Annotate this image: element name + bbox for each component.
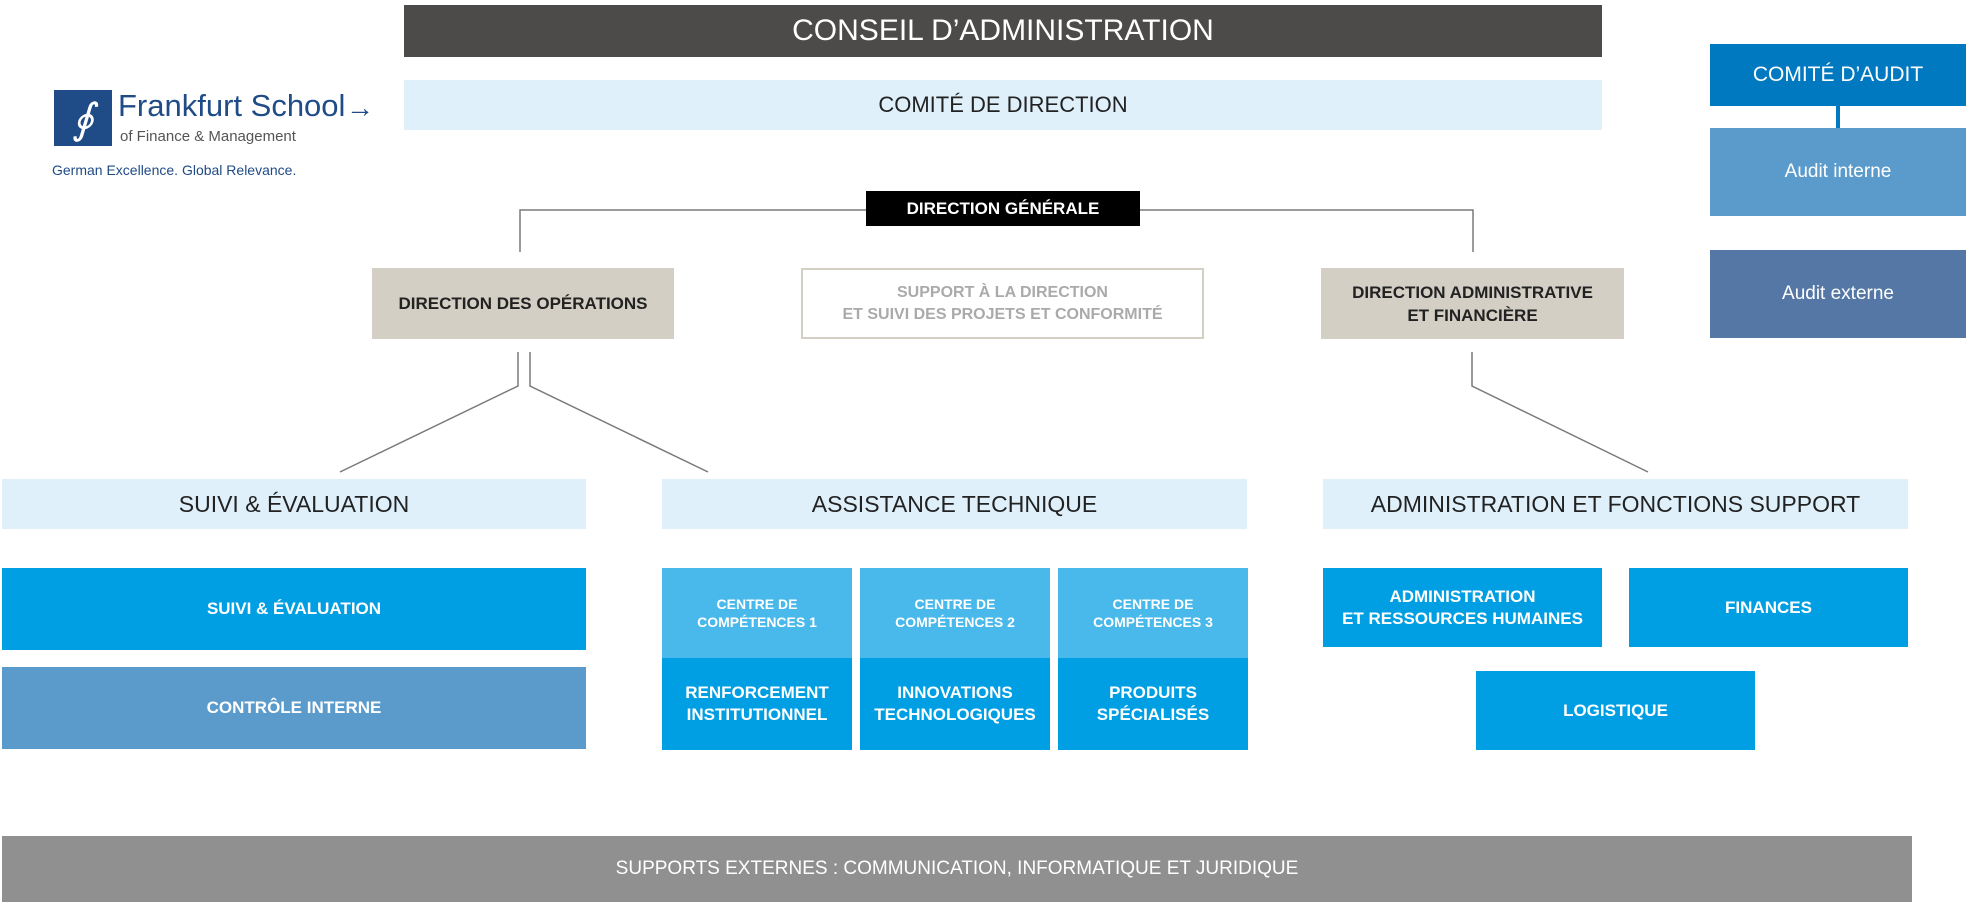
- connector-admin-support: [1471, 352, 1649, 473]
- general-direction: DIRECTION GÉNÉRALE: [866, 191, 1140, 226]
- unit-internal-control: CONTRÔLE INTERNE: [2, 667, 586, 749]
- unit-finance-label: FINANCES: [1725, 597, 1812, 617]
- competence-center-3-header: CENTRE DE COMPÉTENCES 3: [1058, 568, 1248, 658]
- logo-mark-icon: ∮: [54, 90, 112, 146]
- operations-direction: DIRECTION DES OPÉRATIONS: [372, 268, 674, 339]
- connector-ops-monitoring: [339, 352, 519, 473]
- section-monitoring-label: SUIVI & ÉVALUATION: [178, 490, 410, 517]
- external-support-bar: SUPPORTS EXTERNES : COMMUNICATION, INFOR…: [2, 836, 1912, 902]
- unit-logistics: LOGISTIQUE: [1476, 671, 1755, 750]
- section-admin-support-label: ADMINISTRATION ET FONCTIONS SUPPORT: [1370, 490, 1861, 517]
- competence-center-3: CENTRE DE COMPÉTENCES 3 PRODUITS SPÉCIAL…: [1058, 568, 1248, 750]
- section-technical: ASSISTANCE TECHNIQUE: [662, 479, 1247, 529]
- internal-audit: Audit interne: [1710, 128, 1966, 216]
- unit-hr: ADMINISTRATION ET RESSOURCES HUMAINES: [1323, 568, 1602, 647]
- connector-left-top: [519, 209, 866, 252]
- competence-center-3-name: PRODUITS SPÉCIALISÉS: [1058, 658, 1248, 750]
- unit-finance: FINANCES: [1629, 568, 1908, 647]
- connector-ops-technical: [529, 352, 709, 473]
- audit-committee-label: COMITÉ D’AUDIT: [1752, 63, 1924, 86]
- unit-hr-label: ADMINISTRATION ET RESSOURCES HUMAINES: [1342, 586, 1583, 628]
- board-label: CONSEIL D’ADMINISTRATION: [792, 14, 1214, 47]
- competence-center-1: CENTRE DE COMPÉTENCES 1 RENFORCEMENT INS…: [662, 568, 852, 750]
- internal-audit-label: Audit interne: [1784, 161, 1892, 182]
- logo-tagline: German Excellence. Global Relevance.: [52, 162, 297, 178]
- external-support-label: SUPPORTS EXTERNES : COMMUNICATION, INFOR…: [615, 858, 1299, 879]
- competence-center-1-name: RENFORCEMENT INSTITUTIONNEL: [662, 658, 852, 750]
- connector-right-top: [1138, 209, 1474, 252]
- section-admin-support: ADMINISTRATION ET FONCTIONS SUPPORT: [1323, 479, 1908, 529]
- management-committee: COMITÉ DE DIRECTION: [404, 80, 1602, 130]
- admin-finance-direction-label: DIRECTION ADMINISTRATIVE ET FINANCIÈRE: [1352, 282, 1593, 325]
- competence-center-2-name: INNOVATIONS TECHNOLOGIQUES: [860, 658, 1050, 750]
- unit-monitoring-label: SUIVI & ÉVALUATION: [206, 599, 382, 618]
- external-audit: Audit externe: [1710, 250, 1966, 338]
- competence-center-1-header: CENTRE DE COMPÉTENCES 1: [662, 568, 852, 658]
- competence-center-2: CENTRE DE COMPÉTENCES 2 INNOVATIONS TECH…: [860, 568, 1050, 750]
- arrow-right-icon: →: [346, 92, 374, 123]
- audit-committee: COMITÉ D’AUDIT: [1710, 44, 1966, 106]
- section-monitoring: SUIVI & ÉVALUATION: [2, 479, 586, 529]
- section-technical-label: ASSISTANCE TECHNIQUE: [811, 490, 1098, 517]
- support-direction: SUPPORT À LA DIRECTION ET SUIVI DES PROJ…: [801, 268, 1204, 339]
- operations-direction-label: DIRECTION DES OPÉRATIONS: [398, 293, 648, 313]
- unit-monitoring: SUIVI & ÉVALUATION: [2, 568, 586, 650]
- logo-name: Frankfurt School: [118, 88, 346, 123]
- board-of-directors: CONSEIL D’ADMINISTRATION: [404, 5, 1602, 57]
- logo-subtitle: of Finance & Management: [120, 128, 296, 145]
- unit-internal-control-label: CONTRÔLE INTERNE: [206, 698, 382, 717]
- unit-logistics-label: LOGISTIQUE: [1563, 700, 1668, 720]
- support-direction-label: SUPPORT À LA DIRECTION ET SUIVI DES PROJ…: [842, 283, 1163, 323]
- external-audit-label: Audit externe: [1782, 283, 1894, 304]
- frankfurt-school-logo: ∮ Frankfurt School of Finance & Manageme…: [52, 88, 352, 188]
- general-direction-label: DIRECTION GÉNÉRALE: [906, 198, 1100, 218]
- management-committee-label: COMITÉ DE DIRECTION: [878, 92, 1128, 117]
- admin-finance-direction: DIRECTION ADMINISTRATIVE ET FINANCIÈRE: [1321, 268, 1624, 339]
- competence-center-2-header: CENTRE DE COMPÉTENCES 2: [860, 568, 1050, 658]
